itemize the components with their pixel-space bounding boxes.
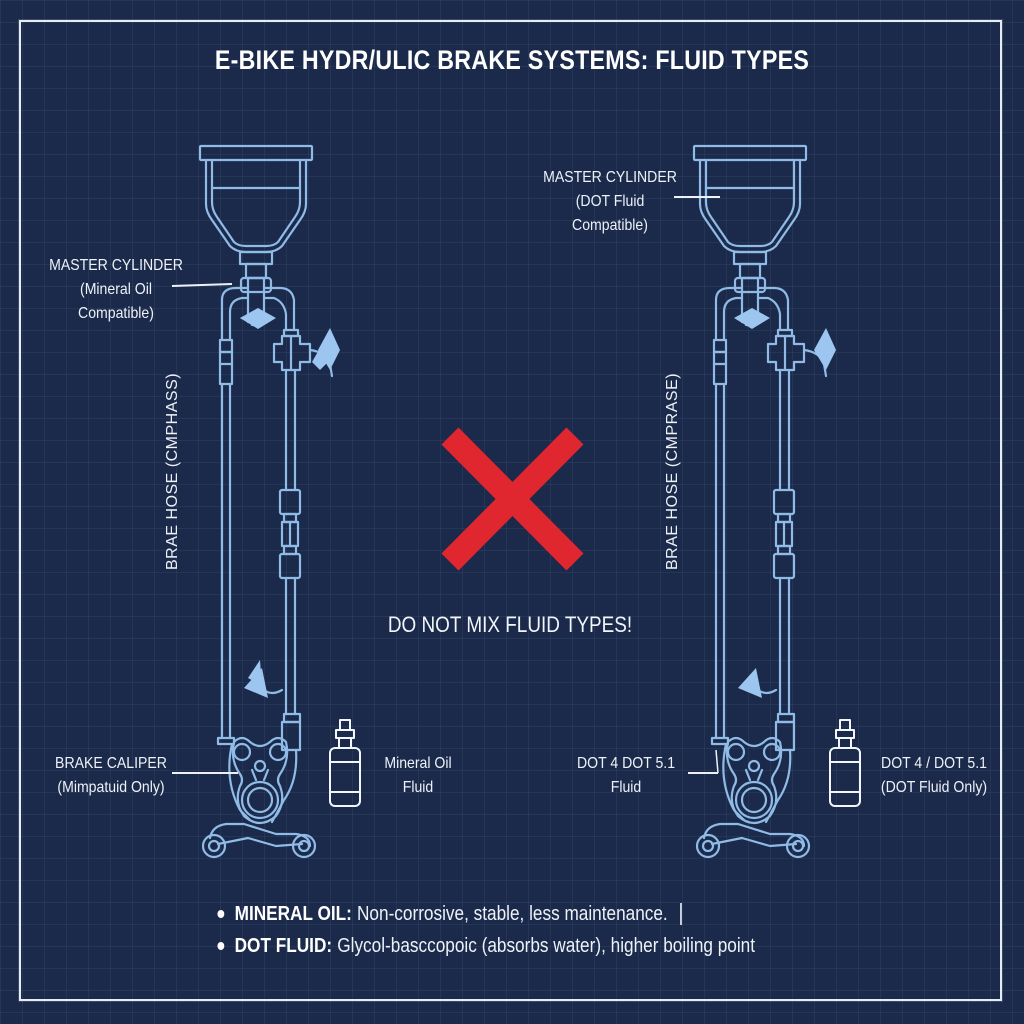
page-title: E-BIKE HYDR/ULIC BRAKE SYSTEMS: FLUID TY… [214,45,810,75]
right-bottle-label: DOT 4 / DOT 5.1 (DOT Fluid Only) [880,755,988,796]
left-master-leader [171,283,233,287]
left-lever-diamond-icon [240,308,276,329]
right-caliper-arrow-icon [738,668,762,698]
left-bottle-icon [329,719,361,807]
left-master-cylinder-label: MASTER CYLINDER (Mineral Oil Compatible) [49,257,183,322]
note-dot-fluid: DOT FLUID: Glycol-basccopoic (absorbs wa… [214,930,755,962]
right-caliper-label: DOT 4 DOT 5.1 Fluid [576,755,676,796]
note-mineral-oil: MINERAL OIL: Non-corrosive, stable, less… [214,898,755,930]
left-caliper-label: BRAKE CALIPER (Mimpatuid Only) [55,755,167,796]
right-bleed-diamond-icon [814,328,836,370]
right-hose-label: BRAE HOSE (CMPRASE) [664,372,681,570]
left-bleed-diamond-icon [318,328,340,370]
right-bottle-icon [829,719,861,807]
right-brake-system-drawing [692,144,828,859]
left-brake-system-drawing [198,144,334,859]
border-frame [19,20,1002,1001]
bullet-icon [217,910,225,918]
left-bottle-label: Mineral Oil Fluid [384,755,452,796]
left-caliper-arrow-icon [244,668,268,698]
notes-list: MINERAL OIL: Non-corrosive, stable, less… [214,898,755,962]
right-master-cylinder-label: MASTER CYLINDER (DOT Fluid Compatible) [543,169,677,234]
text-cursor [679,903,682,925]
left-hose-label: BRAE HOSE (CMPHASS) [164,372,181,570]
red-x-icon [441,427,584,571]
warning-text: DO NOT MIX FLUID TYPES! [387,612,633,637]
bullet-icon [217,942,225,950]
right-lever-diamond-icon [734,308,770,329]
